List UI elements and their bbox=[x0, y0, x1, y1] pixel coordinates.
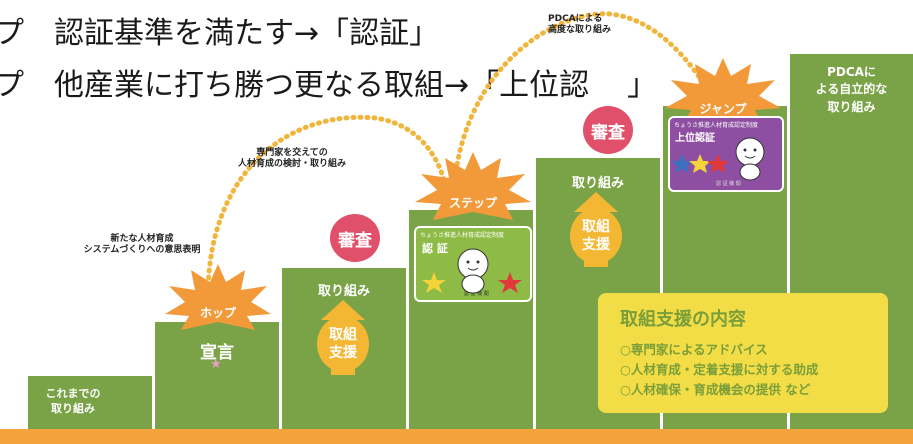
basic-cert-title: 認 証 bbox=[422, 242, 448, 255]
step-2 bbox=[155, 322, 279, 429]
support-box-title: 取組支援の内容 bbox=[620, 309, 746, 330]
support-arrow-1-text: 取組 支援 bbox=[329, 327, 357, 361]
heading-line2-text: プ 他産業に打ち勝つ更なる取組→「上位認 bbox=[0, 68, 590, 103]
heading-line1: プ 認証基準を満たす→「認証」 bbox=[0, 16, 440, 51]
advanced-cert-footer: 認 証 機 関 bbox=[716, 181, 741, 187]
bottom-bar bbox=[0, 429, 913, 444]
step-3-label: 取り組み bbox=[317, 284, 370, 299]
hop-burst bbox=[165, 264, 271, 330]
support-arrow-2-text: 取組 支援 bbox=[582, 219, 610, 253]
annotation-1: 新たな人材育成 システムづくりへの意思表明 bbox=[83, 234, 201, 256]
step-5-label: 取り組み bbox=[571, 176, 624, 191]
support-item-2: ○人材育成・定着支援に対する助成 bbox=[620, 362, 819, 377]
advanced-cert-card: ちょうさ推進人材育成認定制度 上位認証 認 証 機 関 bbox=[668, 116, 784, 192]
step-1 bbox=[28, 376, 152, 429]
basic-cert-header: ちょうさ推進人材育成認定制度 bbox=[420, 232, 505, 239]
small-star-icon: ★ bbox=[210, 357, 222, 372]
heading-line2: プ 他産業に打ち勝つ更なる取組→「上位認 」 bbox=[0, 60, 657, 104]
step-1-label: これまでの 取り組み bbox=[45, 387, 101, 415]
step-burst bbox=[415, 152, 531, 220]
support-arrow-2 bbox=[570, 192, 622, 267]
step-burst-label: ステップ bbox=[448, 196, 497, 210]
jump-burst bbox=[665, 58, 781, 126]
support-item-1: ○専門家によるアドバイス bbox=[620, 342, 768, 357]
annotation-3: PDCAによる 高度な取り組み bbox=[548, 14, 612, 36]
hop-label: ホップ bbox=[199, 306, 236, 320]
advanced-cert-mascot-icon bbox=[671, 137, 765, 181]
support-arrow-1 bbox=[317, 300, 369, 375]
basic-cert-mascot-icon bbox=[422, 248, 522, 294]
basic-cert-footer: 認 証 機 関 bbox=[464, 291, 489, 297]
support-item-3: ○人材確保・育成機会の提供 など bbox=[620, 382, 811, 397]
advanced-cert-title: 上位認証 bbox=[675, 133, 715, 144]
step-2-label: 宣言 bbox=[200, 343, 234, 363]
review-badge-2: 審査 bbox=[583, 106, 633, 154]
review-badge-1: 審査 bbox=[330, 214, 380, 262]
heading-line2-tail: 」 bbox=[627, 68, 658, 103]
support-content-box: 取組支援の内容 ○専門家によるアドバイス ○人材育成・定着支援に対する助成 ○人… bbox=[598, 293, 888, 413]
advanced-cert-header: ちょうさ推進人材育成認定制度 bbox=[674, 122, 759, 129]
step-7-label: PDCAに よる自立的な 取り組み bbox=[815, 65, 888, 114]
jump-burst-label: ジャンプ bbox=[699, 102, 747, 116]
annotation-2: 専門家を交えての 人材育成の検討・取り組み bbox=[237, 148, 346, 170]
